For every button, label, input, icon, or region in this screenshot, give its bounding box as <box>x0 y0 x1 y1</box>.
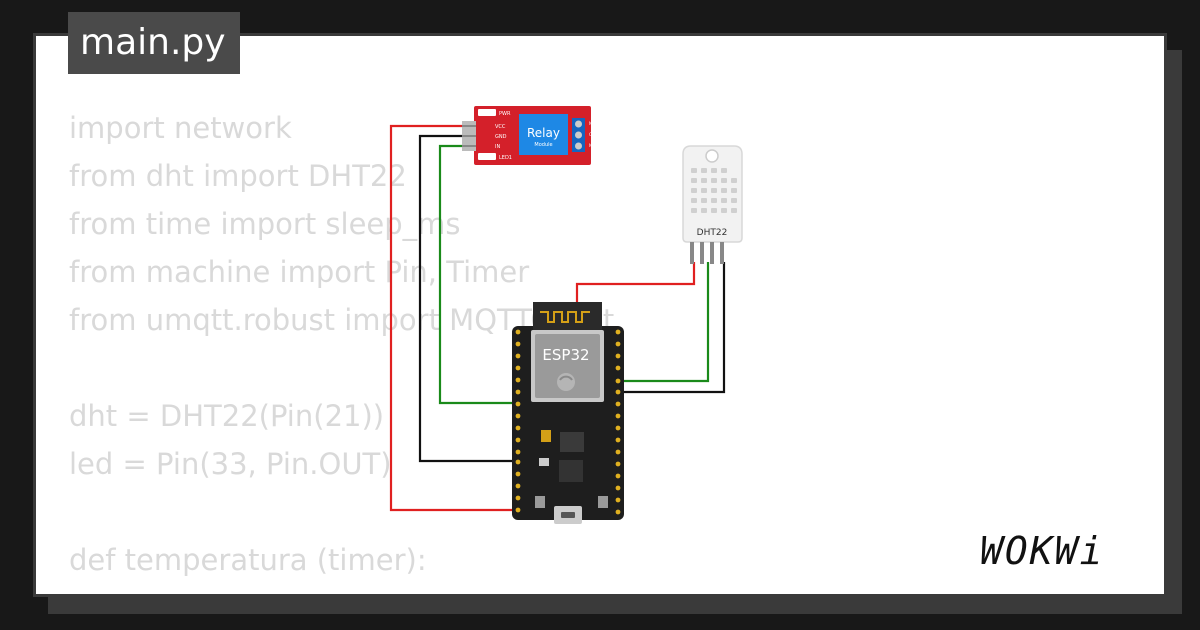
esp32-left-pins <box>515 329 521 513</box>
relay-pin-vcc: VCC <box>495 124 506 130</box>
wire-relay-gnd <box>418 134 518 463</box>
wire-dht-data <box>616 262 710 383</box>
wire-relay-vcc <box>389 124 518 512</box>
code-line-10: def temperatura (timer): <box>69 543 427 577</box>
code-line-1: import network <box>69 111 292 145</box>
wire-dht-vcc <box>575 262 696 302</box>
esp32-label: ESP32 <box>542 346 589 364</box>
wokwi-logo-text: WOKWi <box>980 529 1104 573</box>
relay-out-nc: NC <box>589 143 595 148</box>
relay-out-com: COM <box>589 132 599 137</box>
wires <box>389 124 726 512</box>
wire-relay-in <box>438 144 518 405</box>
dht22-vents <box>691 168 737 213</box>
code-line-7: dht = DHT22(Pin(21)) <box>69 399 385 433</box>
relay-led-led1: LED1 <box>499 155 512 161</box>
dht22-sensor[interactable]: DHT22 <box>682 145 743 264</box>
relay-title: Relay <box>527 126 560 140</box>
code-line-8: led = Pin(33, Pin.OUT) <box>69 447 392 481</box>
esp32-board[interactable]: ESP32 <box>512 302 624 524</box>
relay-pin-in: IN <box>495 144 500 150</box>
relay-module[interactable]: PWR LED1 VCC GND IN Relay Module NO COM … <box>462 106 599 165</box>
relay-out-no: NO <box>589 121 595 126</box>
relay-pin-gnd: GND <box>495 134 507 140</box>
relay-subtitle: Module <box>534 142 552 148</box>
wokwi-logo: WOKWi <box>980 529 1104 573</box>
file-tab[interactable]: main.py <box>68 12 240 74</box>
dht22-label: DHT22 <box>697 228 728 238</box>
relay-led-pwr: PWR <box>499 111 511 117</box>
code-line-4: from machine import Pin, Timer <box>69 255 530 289</box>
wire-dht-gnd <box>616 262 726 394</box>
code-line-3: from time import sleep_ms <box>69 207 461 241</box>
esp32-right-pins <box>615 329 621 515</box>
